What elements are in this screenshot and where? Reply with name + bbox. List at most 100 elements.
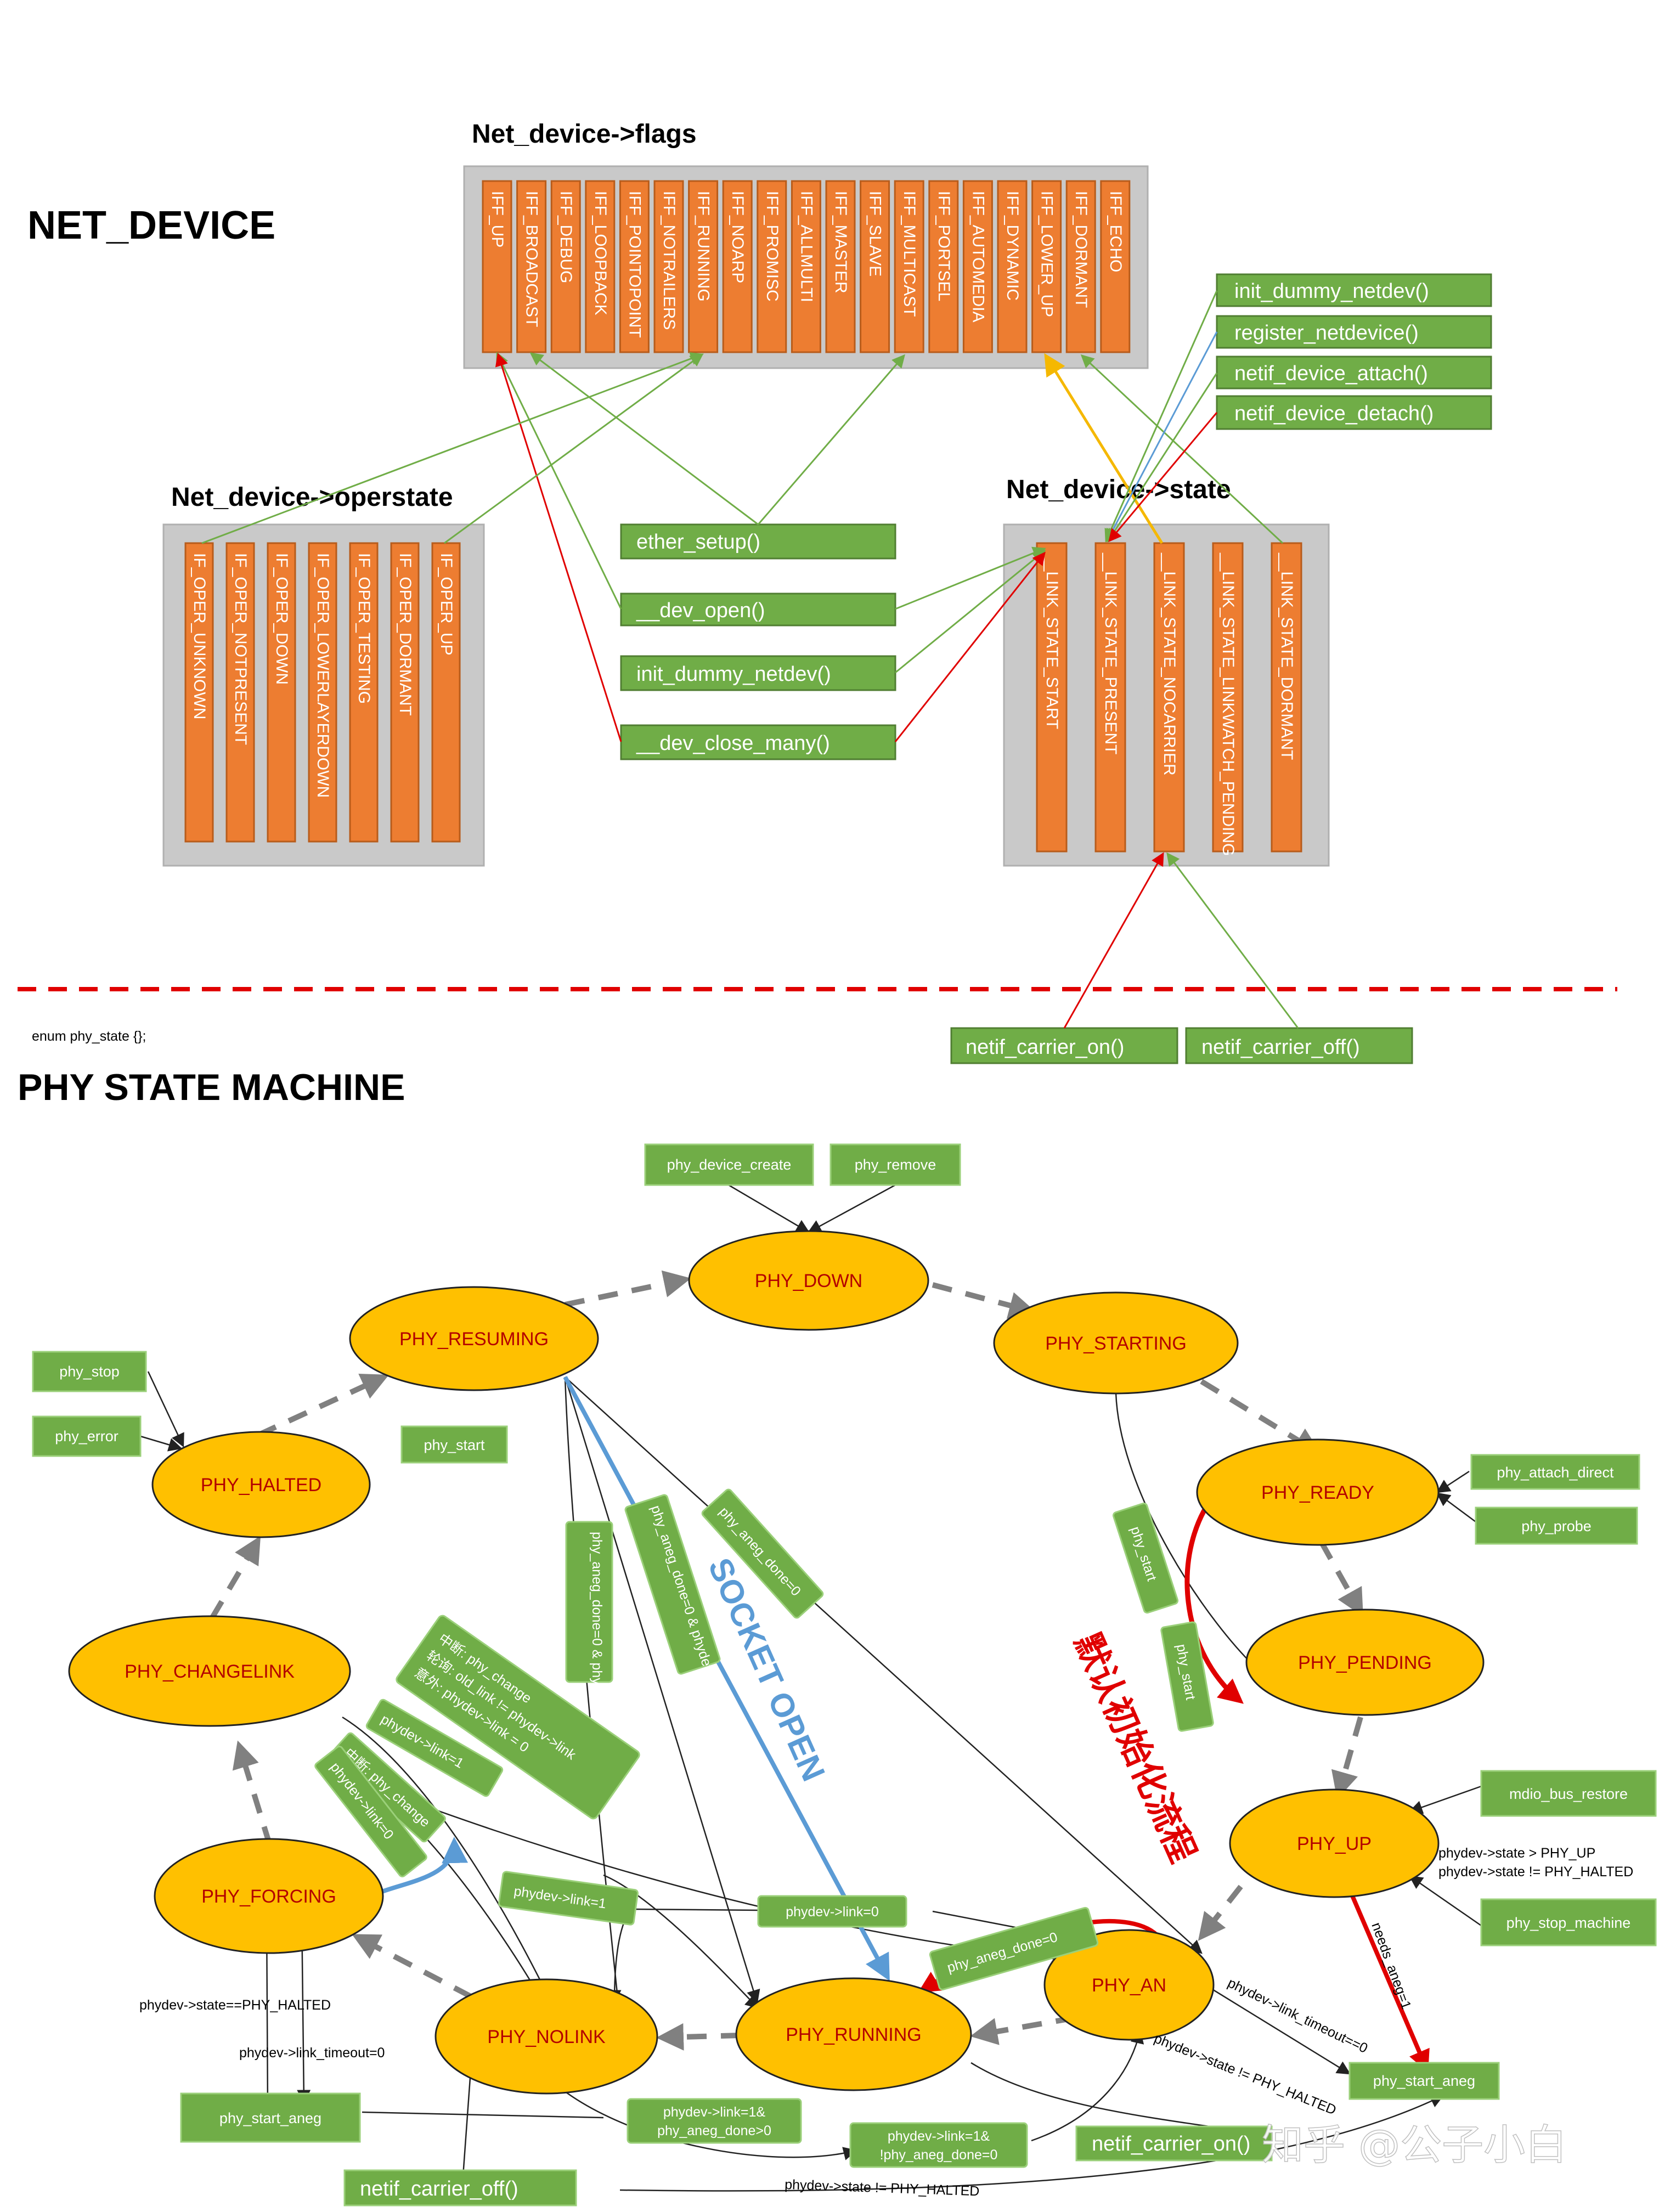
operstate-if-oper-dormant: IF_OPER_DORMANT bbox=[390, 542, 420, 843]
flag-iff-echo: IFF_ECHO bbox=[1100, 180, 1131, 353]
svg-text:phy_stop: phy_stop bbox=[59, 1363, 120, 1380]
svg-text:phydev->link=0: phydev->link=0 bbox=[786, 1904, 879, 1920]
watermark: 知乎 @公子小白 bbox=[1262, 2120, 1567, 2169]
flag-iff-slave: IFF_SLAVE bbox=[860, 180, 890, 353]
enum-label: enum phy_state {}; bbox=[32, 1029, 146, 1044]
phy-error-box: phy_error bbox=[32, 1415, 142, 1457]
svg-text:IF_OPER_DORMANT: IF_OPER_DORMANT bbox=[396, 553, 414, 716]
flag-iff-up: IFF_UP bbox=[482, 180, 512, 353]
svg-text:IFF_DORMANT: IFF_DORMANT bbox=[1072, 191, 1090, 308]
svg-text:IF_OPER_TESTING: IF_OPER_TESTING bbox=[355, 553, 373, 704]
svg-text:IFF_NOARP: IFF_NOARP bbox=[729, 191, 747, 283]
flag-iff-broadcast: IFF_BROADCAST bbox=[516, 180, 547, 353]
svg-text:PHY_NOLINK: PHY_NOLINK bbox=[487, 2027, 606, 2047]
operstate-if-oper-down: IF_OPER_DOWN bbox=[267, 542, 296, 843]
phy-device-create-box: phy_device_create bbox=[644, 1143, 814, 1186]
link-state-link-state-linkwatch-pending: __LINK_STATE_LINKWATCH_PENDING bbox=[1212, 542, 1244, 856]
note-state-ne-halted-b: phydev->state != PHY_HALTED bbox=[785, 2177, 980, 2199]
svg-text:PHY_PENDING: PHY_PENDING bbox=[1298, 1652, 1432, 1673]
operstate-title: Net_device->operstate bbox=[171, 483, 453, 512]
svg-text:IF_OPER_LOWERLAYERDOWN: IF_OPER_LOWERLAYERDOWN bbox=[314, 553, 332, 798]
svg-text:__LINK_STATE_LINKWATCH_PENDING: __LINK_STATE_LINKWATCH_PENDING bbox=[1219, 552, 1237, 856]
svg-text:phy_attach_direct: phy_attach_direct bbox=[1497, 1464, 1614, 1481]
phy-start-aneg-right-box: phy_start_aneg bbox=[1348, 2062, 1500, 2100]
svg-text:netif_device_attach(): netif_device_attach() bbox=[1234, 362, 1428, 385]
init-dummy-netdev-box: init_dummy_netdev() bbox=[620, 655, 896, 691]
state-phy-resuming: PHY_RESUMING bbox=[349, 1286, 599, 1391]
svg-text:IFF_POINTOPOINT: IFF_POINTOPOINT bbox=[625, 191, 644, 338]
svg-text:phydev->link=1&: phydev->link=1& bbox=[663, 2104, 766, 2120]
state-phy-ready: PHY_READY bbox=[1196, 1438, 1440, 1546]
flag-iff-notrailers: IFF_NOTRAILERS bbox=[653, 180, 684, 353]
svg-text:PHY_DOWN: PHY_DOWN bbox=[755, 1271, 862, 1291]
note-needs-aneg: needs_aneg=1 bbox=[1368, 1920, 1414, 2011]
svg-text:__LINK_STATE_NOCARRIER: __LINK_STATE_NOCARRIER bbox=[1160, 552, 1178, 776]
svg-text:phy_start: phy_start bbox=[424, 1437, 485, 1453]
flag-iff-allmulti: IFF_ALLMULTI bbox=[791, 180, 821, 353]
note-state-eq-halted: phydev->state==PHY_HALTED bbox=[139, 1997, 331, 2013]
flag-iff-multicast: IFF_MULTICAST bbox=[894, 180, 924, 353]
operstate-if-oper-testing: IF_OPER_TESTING bbox=[349, 542, 379, 843]
svg-text:netif_carrier_on(): netif_carrier_on() bbox=[1092, 2132, 1250, 2155]
svg-text:IFF_SLAVE: IFF_SLAVE bbox=[866, 191, 884, 276]
operstate-if-oper-up: IF_OPER_UP bbox=[431, 542, 461, 843]
phy-netif-carrier-on-box: netif_carrier_on() bbox=[1075, 2125, 1273, 2162]
note-up-cond1: phydev->state > PHY_UP bbox=[1438, 1846, 1595, 1861]
svg-text:PHY_UP: PHY_UP bbox=[1297, 1833, 1372, 1854]
svg-text:phy_aneg_done>0: phy_aneg_done>0 bbox=[657, 2123, 771, 2138]
flag-iff-promisc: IFF_PROMISC bbox=[757, 180, 787, 353]
svg-text:IFF_ALLMULTI: IFF_ALLMULTI bbox=[797, 191, 815, 302]
svg-text:phy_remove: phy_remove bbox=[855, 1156, 936, 1173]
link1-not-aneg-tag: phydev->link=1& !phy_aneg_done=0 bbox=[849, 2122, 1028, 2168]
svg-text:register_netdevice(): register_netdevice() bbox=[1234, 321, 1419, 345]
svg-text:IFF_PORTSEL: IFF_PORTSEL bbox=[935, 191, 953, 301]
svg-text:phy_probe: phy_probe bbox=[1521, 1518, 1592, 1534]
svg-text:IF_OPER_DOWN: IF_OPER_DOWN bbox=[273, 553, 291, 685]
phy-sm-title: PHY STATE MACHINE bbox=[18, 1066, 405, 1108]
flag-iff-master: IFF_MASTER bbox=[825, 180, 856, 353]
svg-text:phydev->link=1&: phydev->link=1& bbox=[888, 2129, 990, 2144]
flags-title: Net_device->flags bbox=[472, 120, 697, 149]
phy-attach-direct-box: phy_attach_direct bbox=[1470, 1454, 1640, 1490]
default-init-arrow bbox=[1184, 1491, 1244, 1704]
svg-text:PHY_READY: PHY_READY bbox=[1261, 1482, 1374, 1503]
svg-text:__dev_open(): __dev_open() bbox=[636, 599, 765, 622]
flag-iff-lower-up: IFF_LOWER_UP bbox=[1031, 180, 1062, 353]
svg-text:init_dummy_netdev(): init_dummy_netdev() bbox=[1234, 280, 1429, 303]
state-phy-running: PHY_RUNNING bbox=[735, 1977, 972, 2091]
svg-text:__LINK_STATE_START: __LINK_STATE_START bbox=[1043, 552, 1061, 729]
link1-tag-b: phydev->link=1 bbox=[498, 1871, 639, 1926]
svg-text:IFF_AUTOMEDIA: IFF_AUTOMEDIA bbox=[969, 191, 987, 322]
svg-text:PHY_RESUMING: PHY_RESUMING bbox=[399, 1329, 549, 1350]
flag-iff-portsel: IFF_PORTSEL bbox=[928, 180, 959, 353]
svg-text:IFF_LOWER_UP: IFF_LOWER_UP bbox=[1038, 191, 1056, 317]
svg-text:IFF_ECHO: IFF_ECHO bbox=[1107, 191, 1125, 272]
phy-netif-carrier-off-box: netif_carrier_off() bbox=[343, 2169, 577, 2207]
svg-text:IFF_MASTER: IFF_MASTER bbox=[832, 191, 850, 294]
svg-text:mdio_bus_restore: mdio_bus_restore bbox=[1509, 1786, 1628, 1802]
netif-carrier-on-box: netif_carrier_on() bbox=[950, 1027, 1178, 1064]
net-device-title: NET_DEVICE bbox=[27, 204, 275, 247]
dev-close-many-box: __dev_close_many() bbox=[620, 724, 896, 760]
phy-probe-box: phy_probe bbox=[1475, 1506, 1638, 1545]
state-phy-halted: PHY_HALTED bbox=[151, 1431, 371, 1538]
operstate-if-oper-unknown: IF_OPER_UNKNOWN bbox=[184, 542, 214, 843]
svg-text:PHY_HALTED: PHY_HALTED bbox=[201, 1475, 321, 1496]
phy-stop-machine-box: phy_stop_machine bbox=[1480, 1898, 1657, 1946]
netif-carrier-off-box: netif_carrier_off() bbox=[1185, 1027, 1413, 1064]
state-phy-forcing: PHY_FORCING bbox=[154, 1838, 384, 1954]
mdio-bus-restore-box: mdio_bus_restore bbox=[1480, 1770, 1657, 1817]
svg-text:phy_stop_machine: phy_stop_machine bbox=[1506, 1915, 1631, 1931]
svg-text:IF_OPER_NOTPRESENT: IF_OPER_NOTPRESENT bbox=[232, 553, 250, 745]
link0-tag-b: phydev->link=0 bbox=[757, 1895, 907, 1928]
svg-text:netif_carrier_off(): netif_carrier_off() bbox=[1201, 1036, 1360, 1059]
link1-aneg-done-tag: phydev->link=1& phy_aneg_done>0 bbox=[627, 2098, 802, 2144]
right-init-dummy-netdev-box: init_dummy_netdev() bbox=[1216, 273, 1492, 307]
top-connectors bbox=[201, 290, 1299, 1029]
svg-text:__LINK_STATE_DORMANT: __LINK_STATE_DORMANT bbox=[1278, 552, 1296, 760]
phy-start-tag-a: phy_start bbox=[1112, 1502, 1179, 1614]
phy-start-halted-box: phy_start bbox=[400, 1425, 508, 1464]
note-up-cond2: phydev->state != PHY_HALTED bbox=[1438, 1864, 1633, 1880]
state-bars: __LINK_STATE_START__LINK_STATE_PRESENT__… bbox=[1036, 542, 1302, 856]
